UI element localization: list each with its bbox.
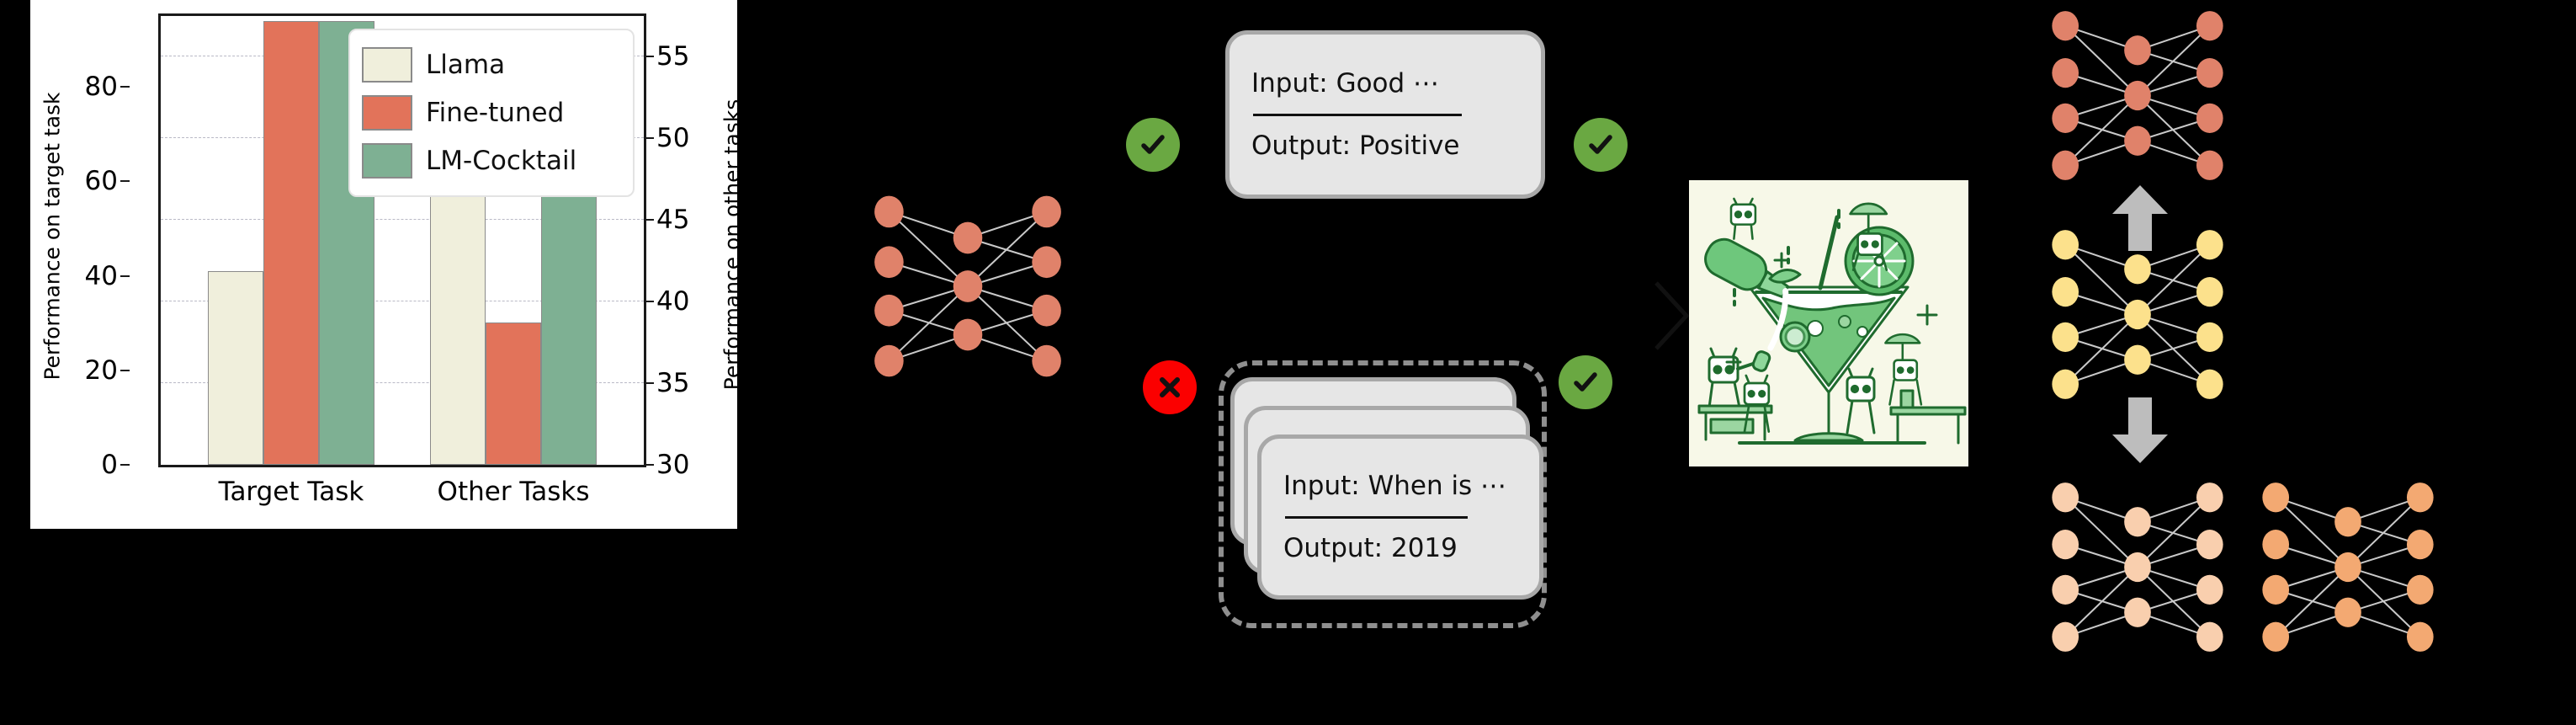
- merged-network-light: [2045, 477, 2230, 658]
- base-model-network: [867, 189, 1069, 383]
- y-tick-right-35: 35: [645, 368, 757, 398]
- y-tick-right-30: 30: [645, 450, 757, 480]
- positive-output-line: Output: Positive: [1251, 130, 1460, 161]
- positive-input-line: Input: Good ⋯: [1251, 67, 1440, 99]
- y-tick-left-20: 20: [17, 355, 130, 386]
- chart-legend: Llama Fine-tuned LM-Cocktail: [348, 29, 635, 197]
- merged-network-dark: [2255, 477, 2441, 658]
- gridline: [161, 219, 644, 221]
- cross-icon-negative: [1143, 360, 1197, 414]
- check-icon-positive-left: [1126, 118, 1180, 172]
- bar-llama-target-task: [207, 270, 263, 465]
- fine-tuned-network: [2045, 5, 2230, 186]
- legend-label-lm-cocktail: LM-Cocktail: [426, 146, 577, 177]
- arrow-up-icon: [2111, 184, 2170, 256]
- negative-example-group: [1219, 360, 1547, 628]
- base-network-yellow: [2045, 224, 2230, 405]
- legend-swatch-fine-tuned: [362, 94, 412, 131]
- negative-example-card[interactable]: Input: When is ⋯ Output: 2019: [1257, 434, 1543, 600]
- y-tick-left-40: 40: [17, 261, 130, 291]
- y-tick-left-0: 0: [17, 450, 130, 480]
- negative-input-line: Input: When is ⋯: [1283, 470, 1507, 501]
- y-tick-right-50: 50: [645, 123, 757, 153]
- legend-item-lm-cocktail: LM-Cocktail: [362, 143, 621, 179]
- check-icon-positive-right: [1574, 118, 1628, 172]
- legend-label-llama: Llama: [426, 49, 506, 80]
- x-tick-other-tasks: Other Tasks: [437, 477, 590, 507]
- bar-lm-cocktail-other-tasks: [541, 171, 598, 465]
- legend-item-llama: Llama: [362, 46, 621, 83]
- bar-llama-other-tasks: [430, 187, 486, 465]
- bar-fine-tuned-other-tasks: [486, 323, 541, 465]
- chevron-right-icon: [1649, 278, 1700, 357]
- legend-label-fine-tuned: Fine-tuned: [426, 97, 565, 128]
- y-tick-right-40: 40: [645, 286, 757, 317]
- y-axis-right-label: Performance on other tasks: [720, 99, 745, 390]
- check-icon-negative-right: [1559, 355, 1612, 409]
- legend-swatch-llama: [362, 46, 412, 83]
- y-tick-right-45: 45: [645, 205, 757, 235]
- legend-item-fine-tuned: Fine-tuned: [362, 94, 621, 131]
- negative-output-line: Output: 2019: [1283, 532, 1458, 563]
- y-tick-left-60: 60: [17, 166, 130, 196]
- lm-cocktail-illustration: [1689, 180, 1968, 466]
- y-tick-left-80: 80: [17, 72, 130, 102]
- positive-example-card[interactable]: Input: Good ⋯ Output: Positive: [1225, 30, 1545, 199]
- gridline: [161, 382, 644, 384]
- bar-fine-tuned-target-task: [263, 20, 319, 465]
- bar-chart-panel: Performance on target task Performance o…: [30, 0, 745, 529]
- arrow-down-icon: [2111, 396, 2170, 468]
- legend-swatch-lm-cocktail: [362, 143, 412, 179]
- x-tick-target-task: Target Task: [218, 477, 364, 507]
- card-divider: [1253, 113, 1463, 116]
- y-tick-right-55: 55: [645, 41, 757, 72]
- card-divider: [1285, 515, 1468, 519]
- y-axis-left-label: Performance on target task: [40, 91, 65, 381]
